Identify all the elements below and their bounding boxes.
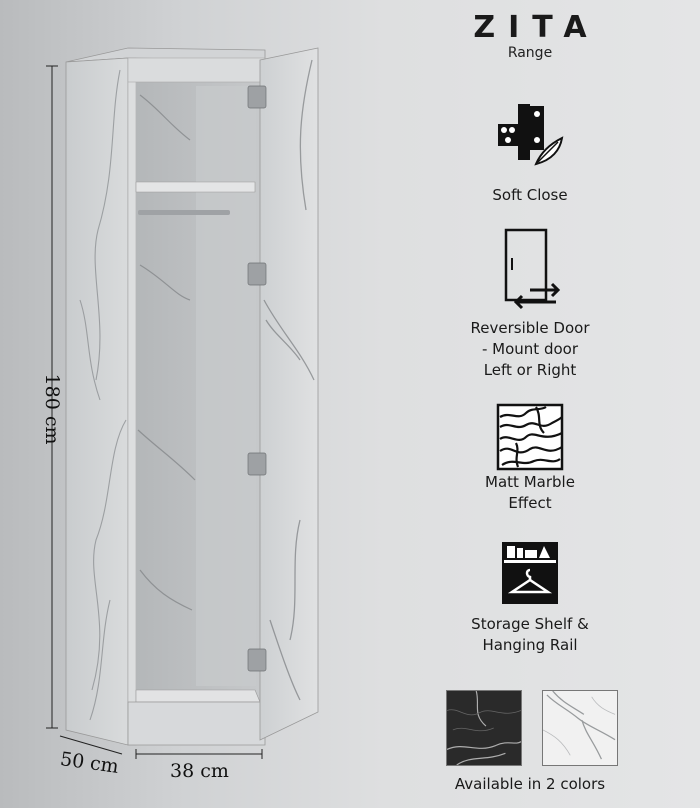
hanging-rail	[138, 210, 230, 215]
feature-label-line: Hanging Rail	[482, 636, 578, 654]
feature-label-line: Reversible Door	[470, 319, 590, 337]
soft-close-hinge-icon	[498, 104, 564, 166]
cabinet-plinth	[127, 701, 266, 746]
soft-close-label: Soft Close	[430, 185, 630, 206]
matt-marble-label: Matt Marble Effect	[430, 472, 630, 514]
feature-label-line: Soft Close	[492, 186, 568, 204]
door-marble-veins	[263, 59, 315, 701]
colors-available-label: Available in 2 colors	[454, 775, 606, 793]
feature-label-line: Effect	[508, 494, 552, 512]
shelf-hanger-icon	[502, 542, 558, 604]
storage-shelf-label: Storage Shelf & Hanging Rail	[430, 614, 630, 656]
feature-column: ZITA Range Soft Close Reversible Door - …	[430, 0, 630, 804]
feature-label-line: - Mount door	[481, 340, 578, 358]
feature-label-line: Left or Right	[483, 361, 577, 379]
cabinet-side-panel	[65, 57, 129, 746]
brand-subtitle: Range	[507, 45, 553, 61]
width-dimension-label: 38 cm	[170, 760, 229, 782]
reversible-door-icon	[504, 228, 561, 310]
feature-label-line: Matt Marble	[485, 473, 575, 491]
black-marble-swatch[interactable]	[446, 690, 522, 766]
white-marble-swatch[interactable]	[542, 690, 618, 766]
storage-shelf	[135, 181, 256, 193]
marble-pattern-icon	[496, 403, 564, 471]
brand-title: ZITA	[473, 10, 600, 45]
feature-label-line: Storage Shelf &	[471, 615, 589, 633]
cabinet-door	[259, 47, 319, 741]
dimension-lines	[46, 65, 263, 759]
door-hinges	[247, 85, 267, 672]
height-dimension-label: 180 cm	[41, 373, 63, 445]
cabinet-front-edge	[127, 57, 137, 746]
reversible-door-label: Reversible Door - Mount door Left or Rig…	[430, 318, 630, 381]
